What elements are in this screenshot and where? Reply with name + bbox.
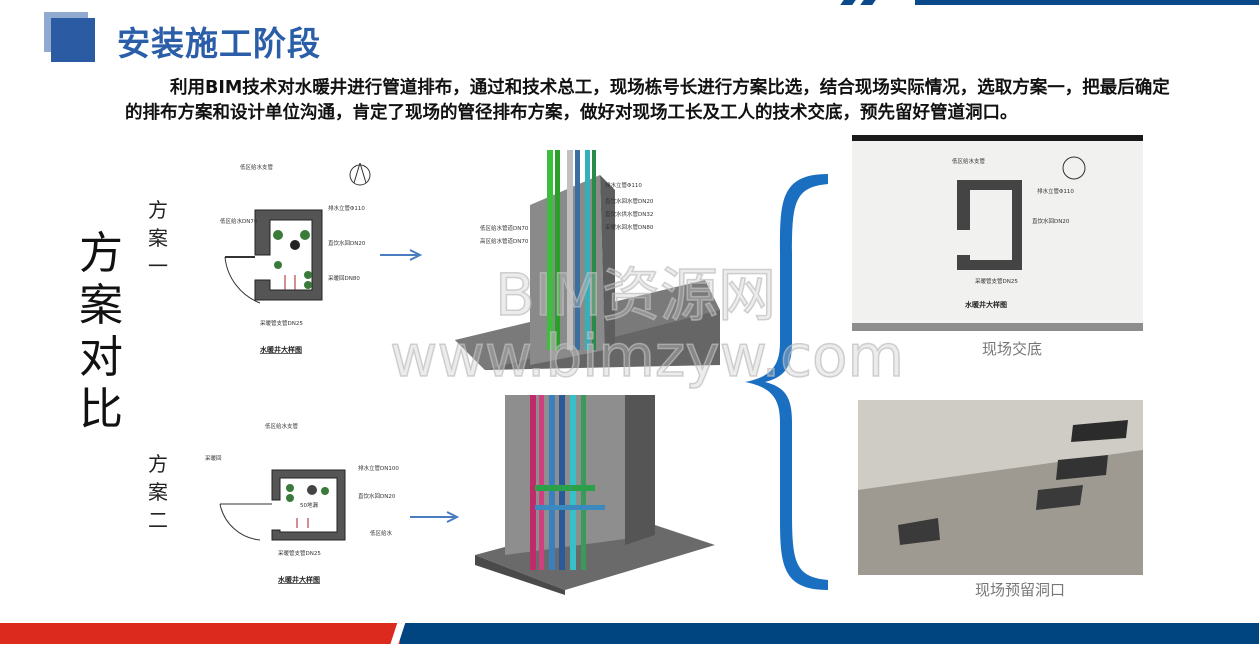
svg-text:直饮水回DN20: 直饮水回DN20 [328,239,366,247]
diagram2-caption: 水暖井大样图 [278,575,320,584]
svg-text:采暖管支管DN25: 采暖管支管DN25 [260,319,303,327]
diagram1-caption: 水暖井大样图 [260,345,302,354]
option1-label: 方案一 [148,198,168,278]
header-stripe [860,0,876,5]
svg-text:采暖水回水管DN80: 采暖水回水管DN80 [605,223,654,231]
option2-label: 方案二 [148,452,168,532]
svg-text:直饮水回水管DN20: 直饮水回水管DN20 [605,197,654,205]
site-briefing-photo: 低区给水支管排水立管Φ110 直饮水回DN20 采暖管支管DN25 水暖井大样图 [852,135,1143,331]
svg-text:高区给水管道DN70: 高区给水管道DN70 [480,237,529,245]
floor-drain-label: 50地漏 [300,501,318,509]
title-decoration [51,18,95,62]
plan-diagram-option1: 低区给水DN70 低区给水支管 排水立管Φ110 直饮水回DN20 采暖回DN8… [220,162,371,354]
header-stripe [840,0,856,5]
svg-text:采暖回: 采暖回 [205,454,222,462]
description-text: 利用BIM技术对水暖井进行管道排布，通过和技术总工，现场栋号长进行方案比选，结合… [125,78,1170,123]
svg-text:排水立管Φ110: 排水立管Φ110 [605,181,642,189]
svg-text:采暖管支管DN25: 采暖管支管DN25 [278,549,321,557]
svg-text:低区给水管道DN70: 低区给水管道DN70 [480,224,529,232]
brace-icon [745,174,828,590]
photo1-caption: 现场交底 [981,340,1042,358]
svg-text:低区给水: 低区给水 [370,529,393,537]
photo-caption-text: 水暖井大样图 [965,300,1007,309]
svg-text:排水立管Φ110: 排水立管Φ110 [1037,187,1074,195]
svg-text:低区给水支管: 低区给水支管 [265,422,299,430]
svg-text:低区给水DN70: 低区给水DN70 [220,217,258,225]
svg-text:直饮水回DN20: 直饮水回DN20 [1032,217,1070,225]
arrow-right-icon [380,249,423,261]
footer-blue-bar [400,623,1259,644]
plan-diagram-option2: 50地漏 低区给水支管 采暖回 排水立管DN100 直饮水回DN20 低区给水 … [205,422,399,584]
svg-text:直饮水供水管DN32: 直饮水供水管DN32 [605,210,653,218]
comparison-label: 方案对比 [79,228,123,435]
svg-text:排水立管DN100: 排水立管DN100 [358,464,399,472]
page-title: 安装施工阶段 [117,24,321,63]
bim-3d-model-option2 [475,395,715,595]
svg-text:低区给水支管: 低区给水支管 [240,163,274,171]
header-bar [915,0,1259,5]
svg-text:低区给水支管: 低区给水支管 [952,157,986,165]
svg-text:直饮水回DN20: 直饮水回DN20 [358,492,396,500]
svg-text:采暖回DN80: 采暖回DN80 [328,274,360,282]
arrow-right-icon [410,511,460,523]
footer-red-bar [0,623,400,644]
svg-text:采暖管支管DN25: 采暖管支管DN25 [975,277,1018,285]
svg-text:排水立管Φ110: 排水立管Φ110 [328,204,365,212]
reserved-openings-photo [858,400,1143,575]
photo2-caption: 现场预留洞口 [974,581,1065,599]
